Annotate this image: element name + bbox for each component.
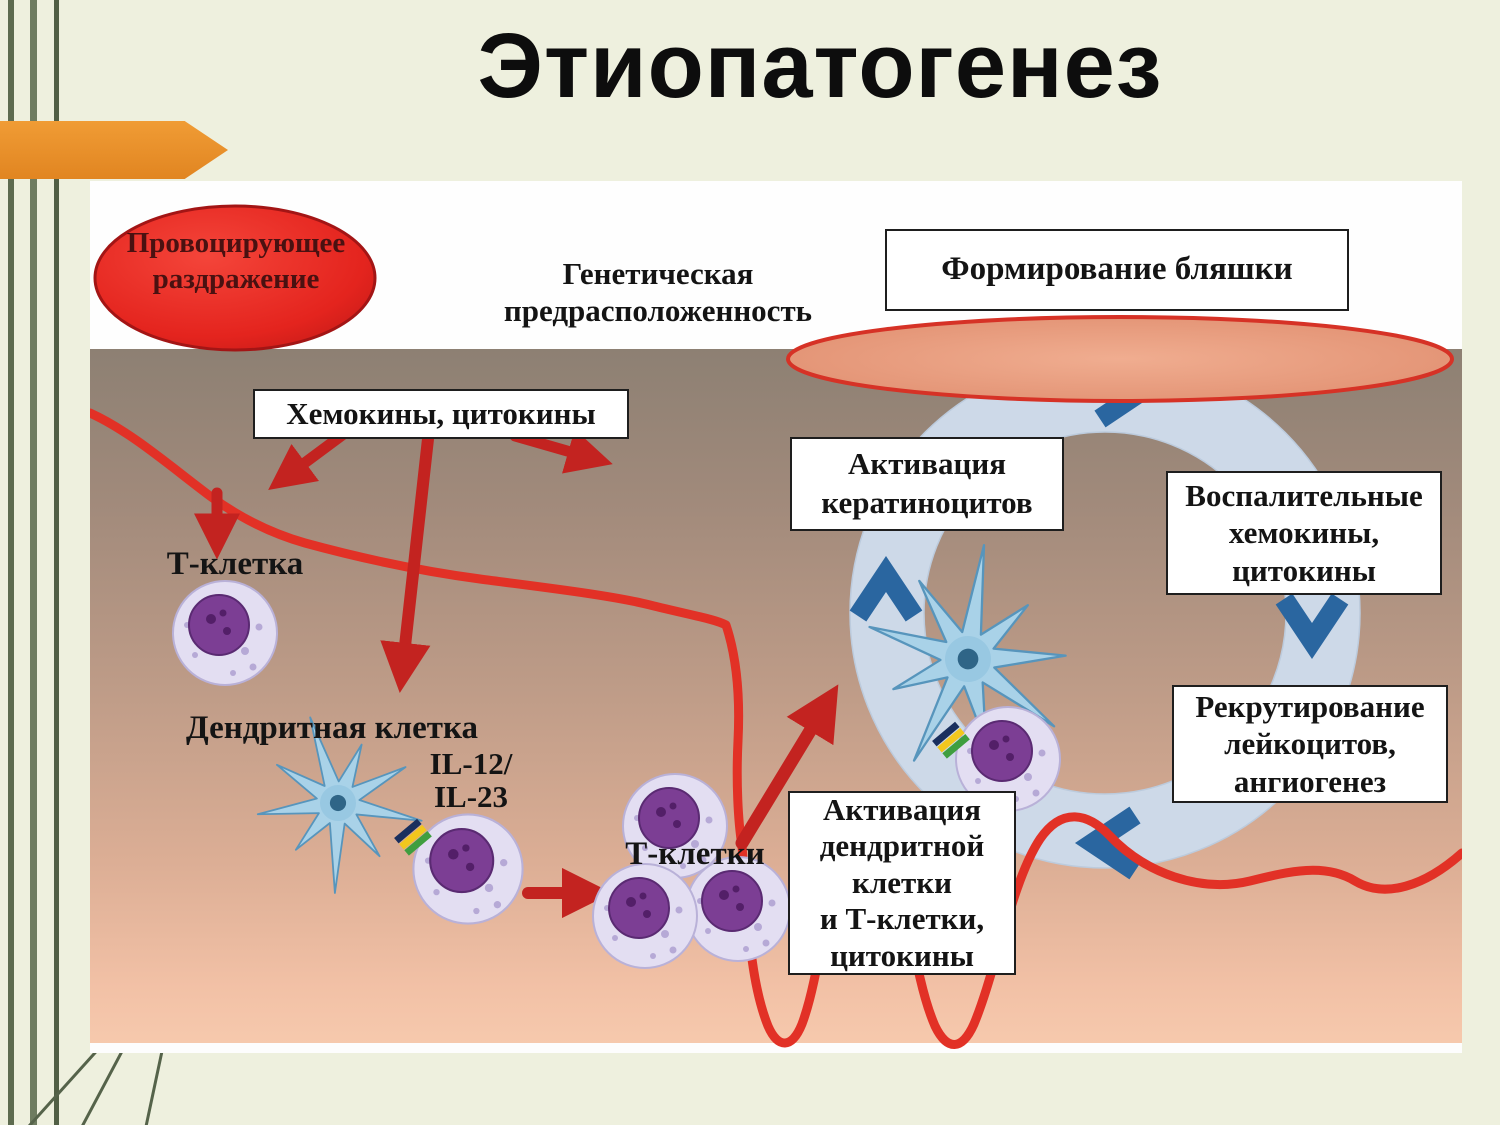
slide-title: Этиопатогенез — [477, 15, 1163, 117]
t-cell-label: Т-клетка — [166, 546, 304, 582]
left-stripe — [8, 0, 14, 1125]
dendritic-cell-label: Дендритная клетка — [185, 710, 479, 746]
plaque-formation-box: Формирование бляшки — [885, 229, 1349, 311]
t-cells-label: Т-клетки — [625, 836, 765, 872]
left-stripe — [30, 0, 37, 1125]
leukocyte-recruitment-label: Рекрутирование лейкоцитов, ангиогенез — [1195, 689, 1425, 799]
inflammatory-chemokines-label: Воспалительные хемокины, цитокины — [1185, 478, 1423, 588]
arrow-to-cycle-icon — [735, 684, 839, 850]
left-stripe — [54, 0, 59, 1125]
genetic-predisposition-label: Генетическая предрасположенность — [503, 256, 813, 329]
keratinocyte-activation-box: Активация кератиноцитов — [790, 437, 1064, 531]
plaque-formation-label: Формирование бляшки — [941, 251, 1293, 288]
t-cell-graphic — [172, 580, 278, 686]
chevron-left-icon — [1074, 806, 1141, 880]
flow-arrows — [193, 427, 839, 919]
arrow-to-dendritic-icon — [380, 433, 434, 694]
il12-il23-label: IL-12/ IL-23 — [429, 746, 513, 815]
blood-vessel-lines — [90, 408, 1462, 1049]
chevron-down-icon — [1275, 593, 1349, 660]
provoking-stimulus-oval — [93, 204, 377, 352]
chevron-up-icon — [849, 555, 923, 622]
dendritic-t-activation-label: Активация дендритной клетки и Т-клетки, … — [819, 791, 985, 973]
plaque-graphic — [786, 315, 1454, 403]
inflammatory-chemokines-box: Воспалительные хемокины, цитокины — [1166, 471, 1442, 595]
chemokines-label: Хемокины, цитокины — [286, 396, 596, 432]
chemokines-box: Хемокины, цитокины — [253, 389, 629, 439]
arrow-to-left-icon — [268, 427, 351, 491]
t-cell-graphic — [412, 813, 524, 925]
provoking-stimulus-label: Провоцирующее раздражение — [126, 227, 346, 296]
keratinocyte-activation-label: Активация кератиноцитов — [821, 446, 1033, 520]
diagram-graphics — [90, 204, 1462, 1049]
dendritic-t-activation-box: Активация дендритной клетки и Т-клетки, … — [788, 791, 1016, 975]
leukocyte-recruitment-box: Рекрутирование лейкоцитов, ангиогенез — [1172, 685, 1448, 803]
pathogenesis-diagram: Провоцирующее раздражение Генетическая п… — [90, 181, 1462, 1053]
arrow-to-right-icon — [509, 429, 613, 474]
t-cell-graphic — [592, 863, 698, 969]
orange-arrow-banner — [0, 121, 228, 179]
